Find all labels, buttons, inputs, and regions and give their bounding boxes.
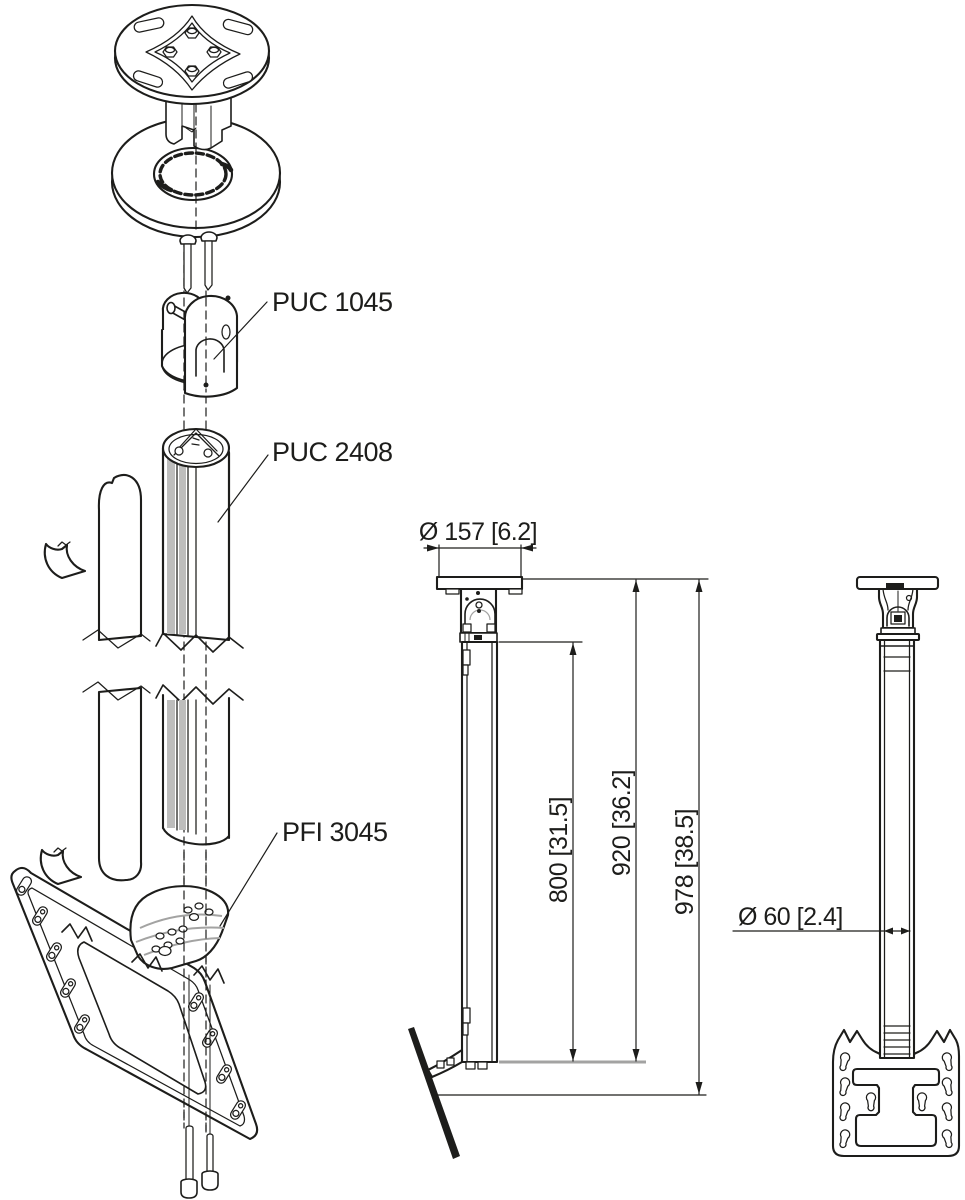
bottom-screws <box>180 974 219 1199</box>
interface-holes <box>151 902 214 957</box>
display-bracket-pfi-3045 <box>10 866 259 1141</box>
side-dimensions: Ø 157 [6.2] 800 [31.5] 920 [36.2] 978 [3… <box>419 518 709 1096</box>
cover-strip <box>82 473 151 882</box>
side-pole <box>460 640 499 1064</box>
ring-hole <box>152 146 234 202</box>
label-puc-2408: PUC 2408 <box>272 437 393 467</box>
front-keyholes <box>839 1052 953 1149</box>
display-panel-edge <box>408 1027 460 1159</box>
tilt-clamp <box>165 96 232 151</box>
ring-screws <box>179 231 218 294</box>
plate-slots <box>132 17 254 89</box>
dim-overall-height: 978 [38.5] <box>671 809 699 915</box>
dim-plate-to-pole: 920 [36.2] <box>608 770 636 876</box>
label-pfi-3045: PFI 3045 <box>282 817 388 847</box>
break-line-upper <box>155 632 244 653</box>
break-line-lower <box>155 684 244 705</box>
adapter-plate-outline <box>10 866 259 1141</box>
front-pole <box>878 638 916 1060</box>
pole-puc-2408 <box>155 427 244 846</box>
plate-bolts <box>162 27 222 77</box>
front-view: Ø 60 [2.4] <box>732 575 961 1158</box>
retaining-clips <box>39 541 87 886</box>
dim-plate-width: Ø 157 [6.2] <box>419 518 537 546</box>
front-display-bracket <box>831 1028 961 1158</box>
front-dimension: Ø 60 [2.4] <box>732 903 911 935</box>
leader-pfi-3045 <box>219 832 278 927</box>
ceiling-plate <box>113 3 271 106</box>
side-view: Ø 157 [6.2] 800 [31.5] 920 [36.2] 978 [3… <box>408 518 709 1159</box>
side-connector <box>459 587 498 643</box>
part-labels: PUC 1045 PUC 2408 PFI 3045 <box>213 287 393 927</box>
side-ceiling-plate <box>435 575 524 591</box>
connector-puc-1045 <box>160 291 239 398</box>
exploded-view: PUC 1045 PUC 2408 PFI 3045 <box>10 3 393 1199</box>
leader-puc-2408 <box>217 454 269 523</box>
side-display-and-mount <box>408 1027 488 1159</box>
plate-prongs <box>61 923 225 984</box>
leader-puc-1045 <box>213 301 268 360</box>
plate-center-cutout <box>77 941 207 1095</box>
plate-rib-outline <box>145 15 241 91</box>
label-puc-1045: PUC 1045 <box>272 287 393 317</box>
center-axis-overlays <box>183 103 207 1133</box>
front-ibeam-profile <box>851 1067 941 1148</box>
dim-tube-diameter: Ø 60 [2.4] <box>738 903 843 931</box>
dim-pole-length: 800 [31.5] <box>545 797 573 903</box>
front-connector <box>875 587 921 642</box>
